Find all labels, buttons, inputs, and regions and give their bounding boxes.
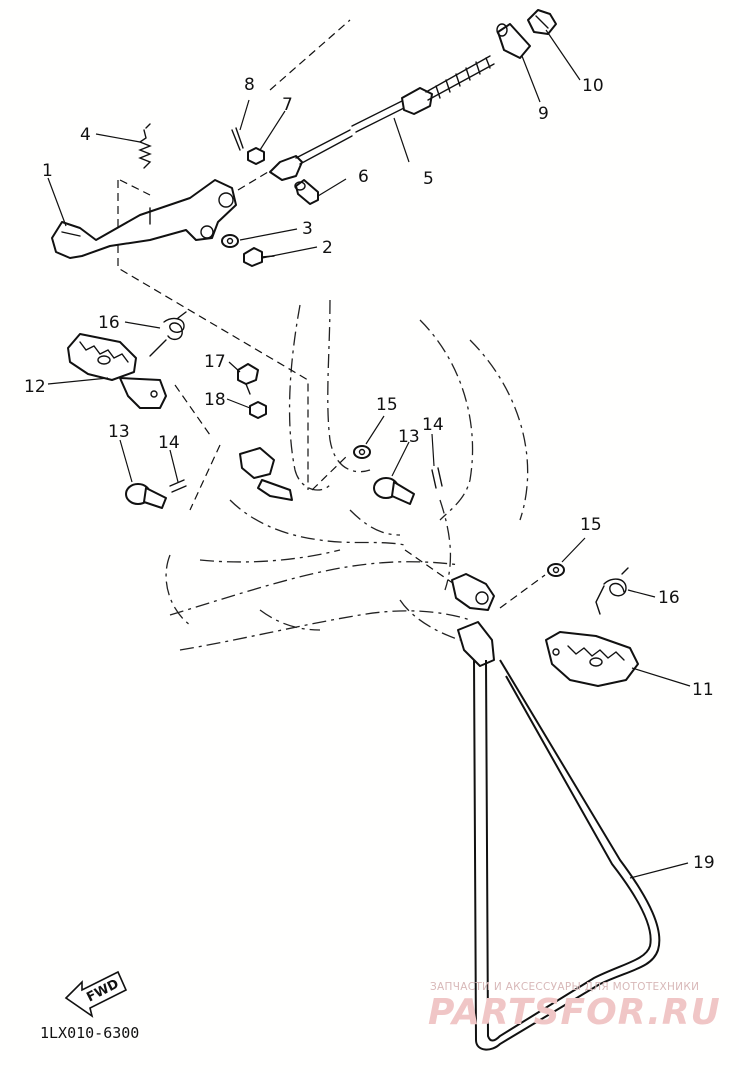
label-part-17: 17	[204, 352, 226, 372]
nut-7	[247, 147, 265, 165]
pin-6	[294, 179, 319, 205]
label-part-3: 3	[302, 219, 313, 239]
footrest-right-11	[545, 631, 639, 687]
label-part-7: 7	[282, 95, 293, 115]
label-part-5: 5	[423, 169, 434, 189]
label-part-1: 1	[42, 161, 53, 181]
clevis-pin-13-left	[125, 483, 167, 509]
watermark-brand: PARTSFOR.RU	[428, 992, 721, 1033]
label-part-15-second: 15	[580, 515, 602, 535]
washer-15-right	[547, 563, 565, 577]
footrest-left-12	[67, 333, 167, 409]
label-part-6: 6	[358, 167, 369, 187]
bolt-17	[237, 363, 259, 395]
joint-9	[496, 23, 531, 59]
spring-16-right	[595, 567, 629, 615]
label-part-12: 12	[24, 377, 46, 397]
leader-lines	[47, 29, 691, 879]
assembly-lines	[117, 19, 546, 609]
cotter-pin-14-left	[169, 479, 187, 493]
stand-pivot-bracket	[451, 573, 495, 611]
label-part-15: 15	[376, 395, 398, 415]
label-part-11: 11	[692, 680, 714, 700]
label-part-14-second: 14	[422, 415, 444, 435]
stand-19	[457, 621, 661, 1051]
label-part-4: 4	[80, 125, 91, 145]
label-part-10: 10	[582, 76, 604, 96]
callout-labels: 1 2 3 4 5 6 7 8 9 10 11 12 13 14 15 16 1…	[24, 75, 715, 873]
label-part-18: 18	[204, 390, 226, 410]
frame-bracket-left	[239, 447, 293, 501]
nut-18	[249, 401, 267, 419]
brake-rod-5	[269, 55, 495, 181]
forward-arrow-icon	[64, 970, 128, 1018]
brake-pedal	[51, 179, 237, 259]
watermark-tagline: ЗАПЧАСТИ И АКСЕССУАРЫ ДЛЯ МОТОТЕХНИКИ	[430, 981, 699, 993]
spring-4	[138, 123, 152, 169]
label-part-16: 16	[98, 313, 120, 333]
cotter-pin-8	[231, 127, 244, 151]
clevis-pin-13-center	[373, 477, 415, 505]
frame-outline	[165, 299, 529, 651]
label-part-13: 13	[108, 422, 130, 442]
watermark: ЗАПЧАСТИ И АКСЕССУАРЫ ДЛЯ МОТОТЕХНИКИ PA…	[428, 981, 721, 1033]
washer-3	[221, 234, 239, 248]
label-part-2: 2	[322, 238, 333, 258]
label-part-16-second: 16	[658, 588, 680, 608]
adjusting-nut-10	[527, 9, 557, 35]
label-part-14: 14	[158, 433, 180, 453]
label-part-8: 8	[244, 75, 255, 95]
spring-16-left	[149, 311, 187, 357]
label-part-19: 19	[693, 853, 715, 873]
label-part-9: 9	[538, 104, 549, 124]
washer-15-center	[353, 445, 371, 459]
cotter-pin-14-center	[431, 467, 443, 489]
drawing-code: 1LX010-6300	[40, 1024, 139, 1042]
label-part-13-second: 13	[398, 427, 420, 447]
